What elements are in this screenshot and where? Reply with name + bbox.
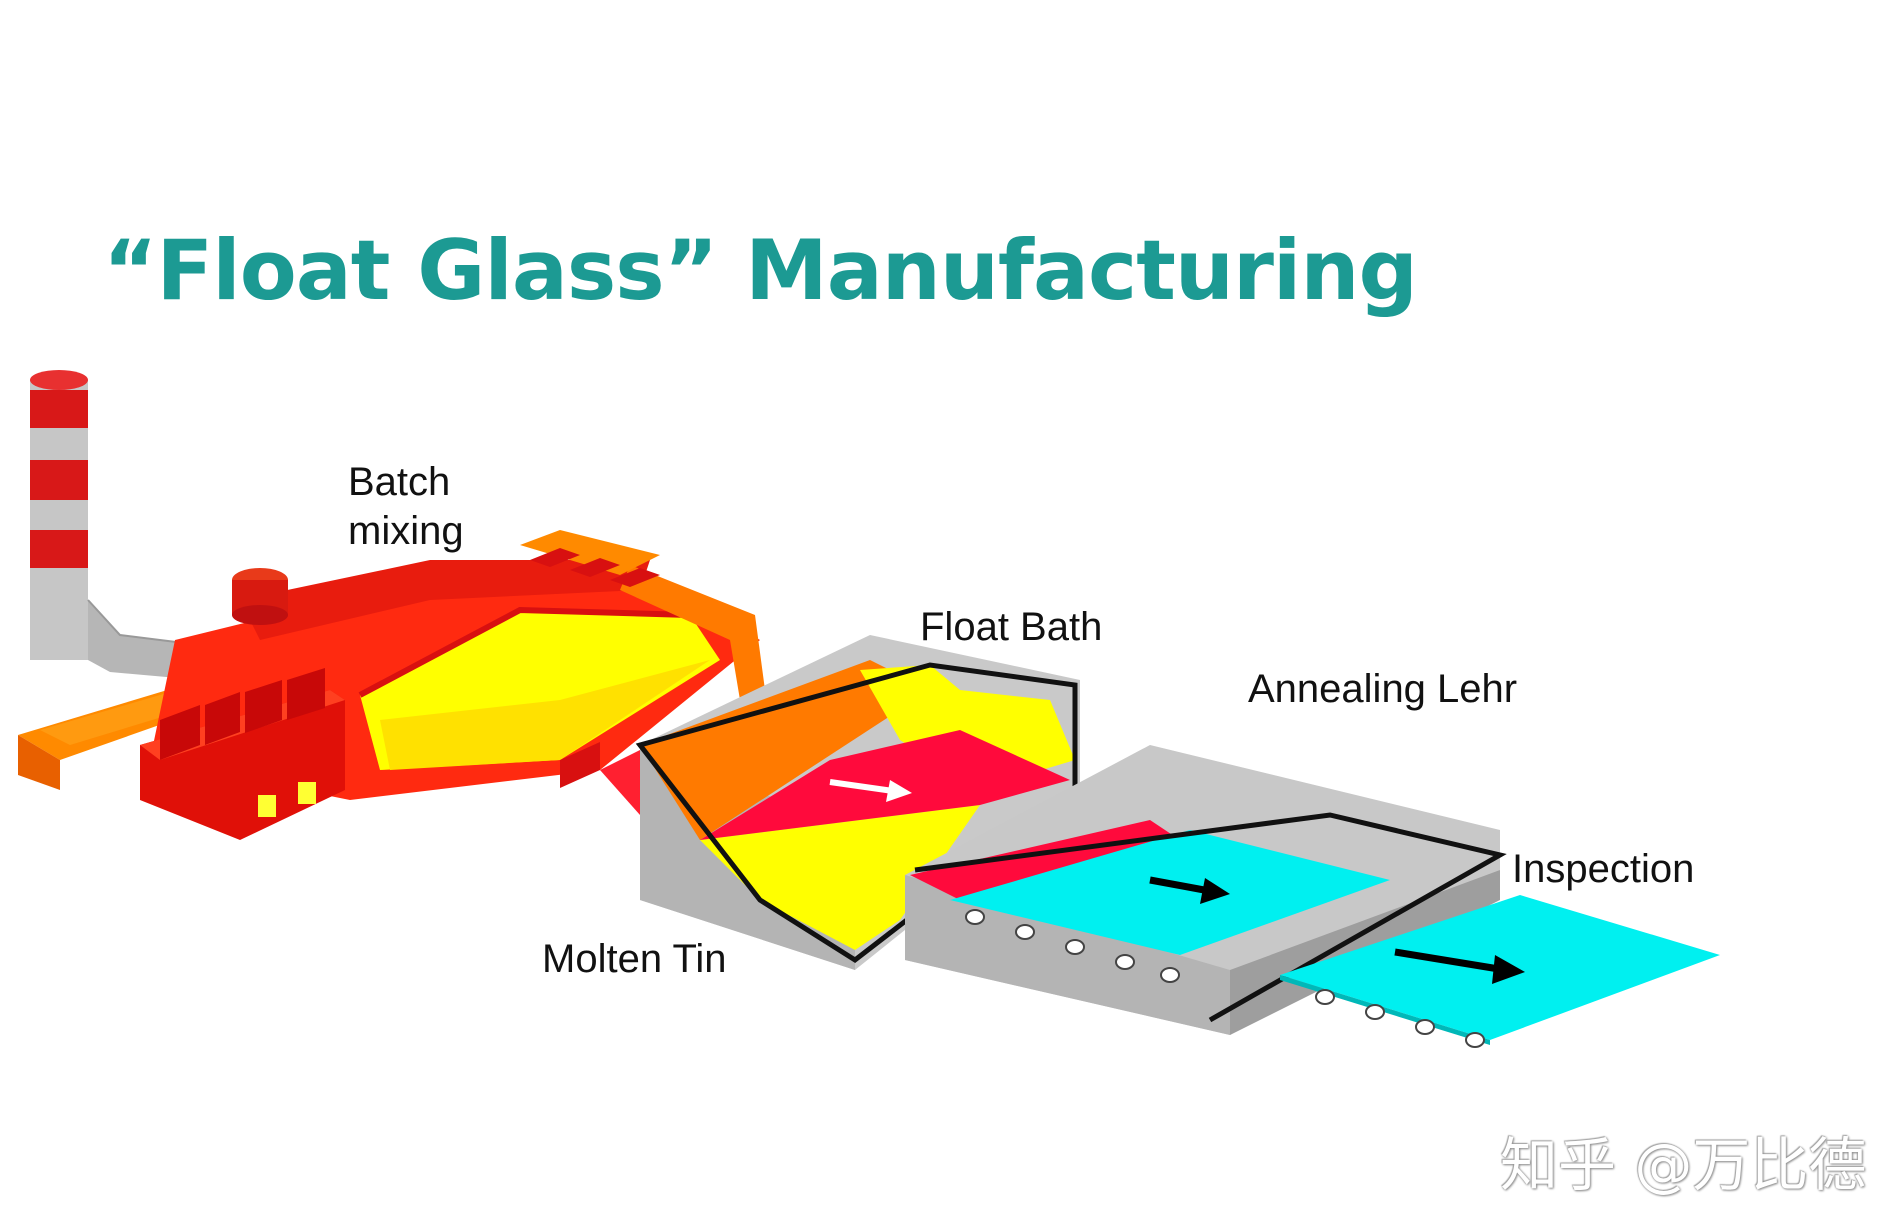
watermark: 知乎 @万比德 [1500,1131,1867,1199]
label-molten-tin: Molten Tin [542,937,727,981]
chimney [30,370,201,680]
page-title: “Float Glass” Manufacturing [103,222,1418,319]
label-annealing-lehr: Annealing Lehr [1248,667,1518,711]
label-batch-mixing-line1: Batch [348,460,451,504]
label-batch-mixing-line2: mixing [348,508,464,553]
float-bath [635,635,1080,970]
label-inspection: Inspection [1512,847,1695,891]
melting-furnace [18,530,765,840]
label-float-bath: Float Bath [920,605,1103,649]
inspection-table [1280,895,1720,1048]
label-batch-mixing: Batch mixing [348,458,464,556]
